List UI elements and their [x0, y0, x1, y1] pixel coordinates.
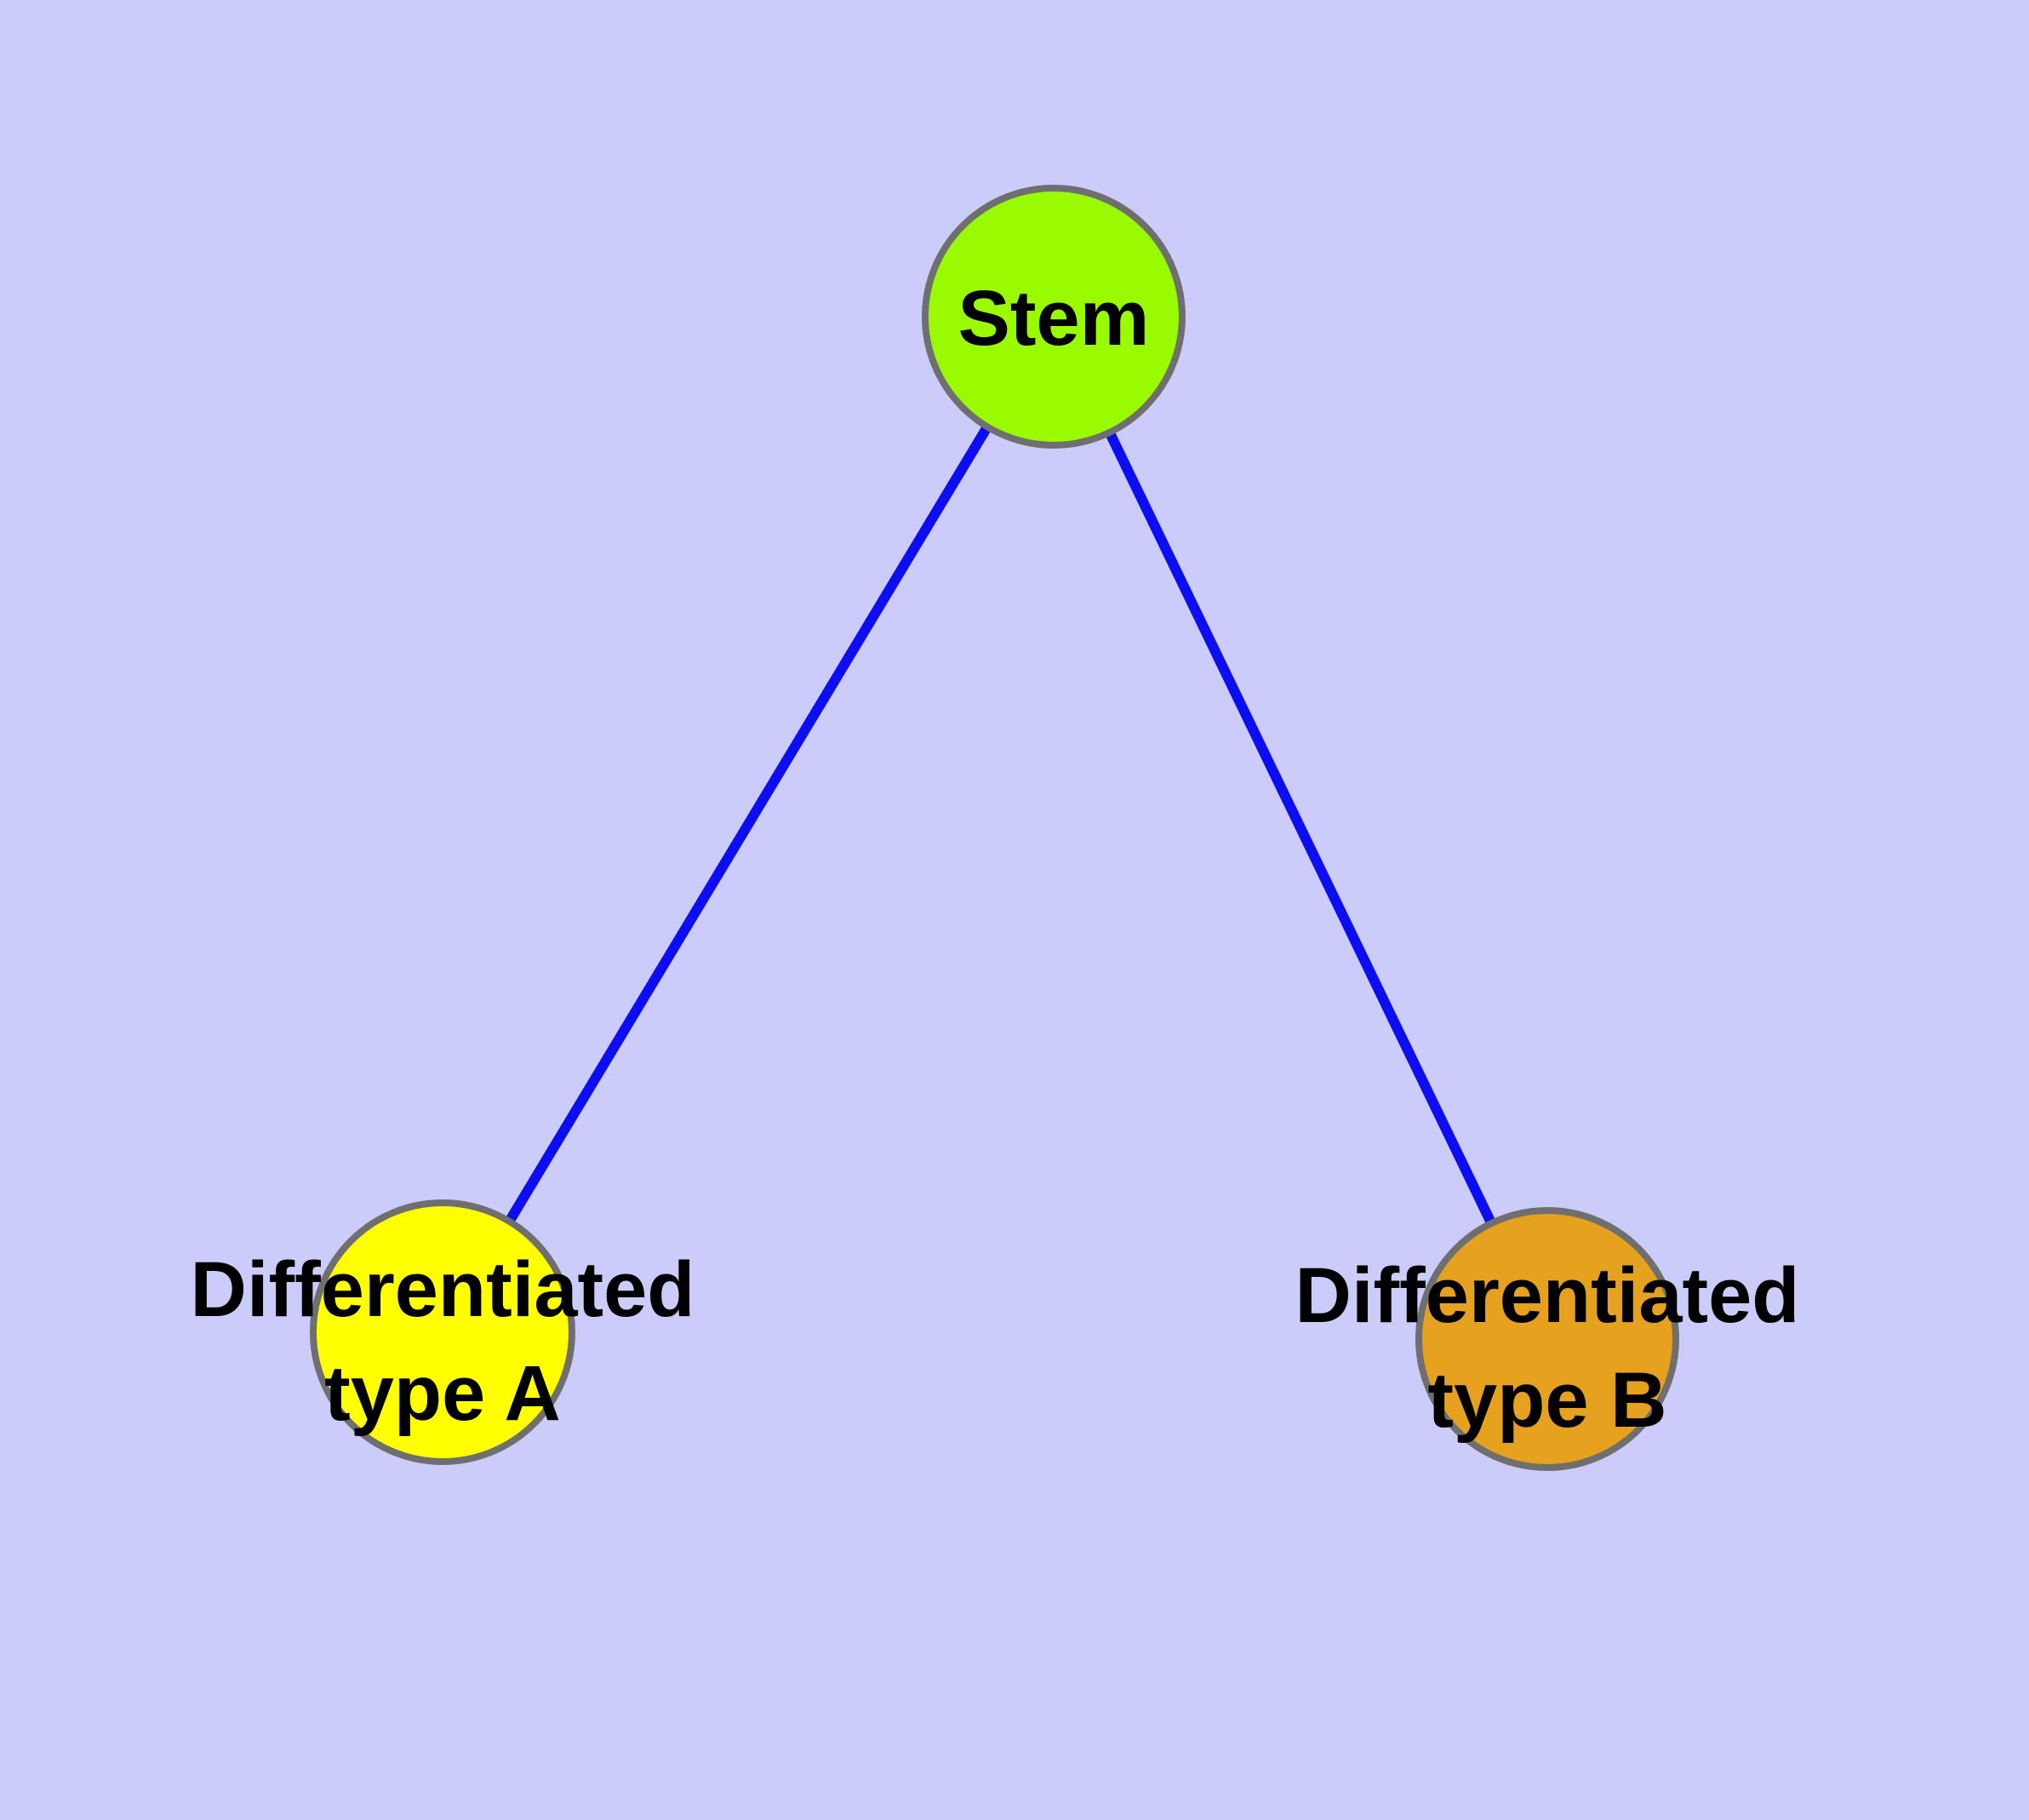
type-b-node-label-line1: Differentiated [1295, 1252, 1800, 1339]
type-a-node-label-line1: Differentiated [191, 1246, 695, 1333]
type-a-node: Differentiated type A [191, 1199, 695, 1465]
stem-node: Stem [922, 185, 1186, 449]
type-a-node-circle [310, 1199, 575, 1465]
type-b-node: Differentiated type B [1295, 1207, 1800, 1471]
type-b-node-label-line2: type B [1427, 1357, 1666, 1444]
edge-stem-to-type-a [437, 313, 1059, 1336]
type-b-node-circle [1415, 1207, 1679, 1471]
type-a-node-label-line2: type A [324, 1350, 561, 1437]
edge-stem-to-type-b [1049, 314, 1552, 1342]
stem-node-circle [922, 185, 1186, 449]
stem-node-label: Stem [958, 275, 1150, 362]
